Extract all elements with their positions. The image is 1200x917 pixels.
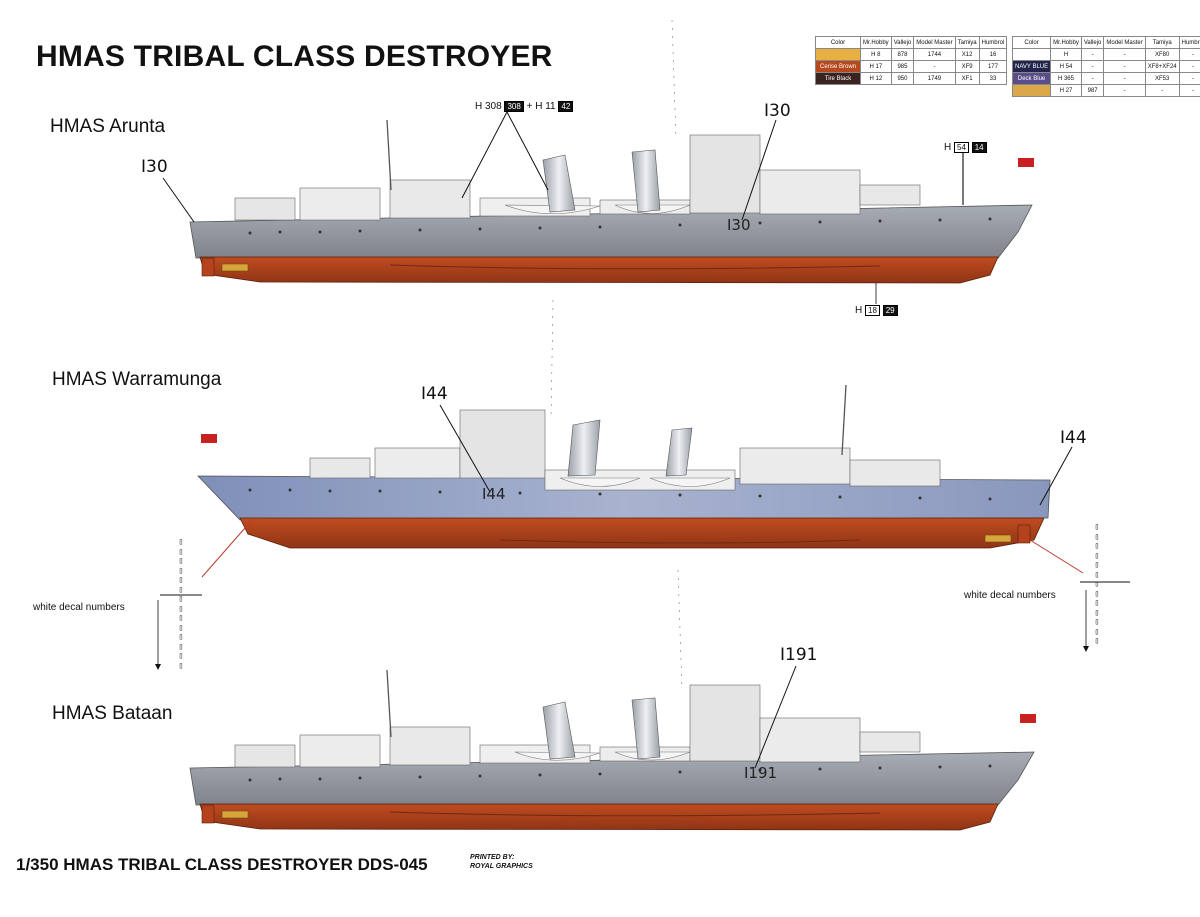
warramunga-hull-lower	[239, 517, 1045, 549]
arunta-rudder	[201, 257, 215, 277]
warramunga-funnel-aft	[665, 427, 693, 477]
hull-number-bataan: I191	[744, 764, 778, 782]
ship-warramunga	[155, 299, 1130, 670]
ship-name-arunta: HMAS Arunta	[50, 116, 166, 137]
hull-number-warramunga: I44	[482, 485, 506, 503]
bataan-ensign	[1020, 714, 1036, 723]
callout-arunta-hull: I30	[764, 101, 791, 121]
footer-caption: 1/350 HMAS TRIBAL CLASS DESTROYER DDS-04…	[16, 855, 428, 874]
ship-name-warramunga: HMAS Warramunga	[52, 369, 222, 390]
ship-name-bataan: HMAS Bataan	[52, 703, 173, 724]
warramunga-rudder	[1017, 524, 1031, 544]
callout-warramunga-stern: I44	[1060, 428, 1087, 448]
arunta-funnel-aft	[542, 154, 576, 213]
arunta-propeller	[221, 263, 249, 272]
paint-ref-arunta-mast: H 54 14	[944, 142, 987, 153]
color-row: H 27 987 - - -	[1011, 84, 1200, 97]
decal-strip-left: ▯▯▯▯▯▯▯▯▯▯▯▯▯▯	[178, 537, 184, 670]
color-table-left: Color Mr.Hobby Vallejo Model Master Tami…	[815, 36, 1008, 85]
bataan-rudder	[201, 804, 215, 824]
paint-ref-arunta-hull: H 18 29	[855, 305, 898, 316]
bataan-funnel-fwd	[631, 697, 661, 760]
decal-strip-right: ▯▯▯▯▯▯▯▯▯▯▯▯▯	[1094, 522, 1100, 645]
decal-label-right: white decal numbers	[964, 590, 1056, 601]
bataan-propeller	[221, 810, 249, 819]
warramunga-ensign	[201, 434, 217, 443]
arunta-ensign	[1018, 158, 1034, 167]
paint-ref-arunta-top: H 308 308 + H 11 42	[475, 101, 574, 112]
callout-warramunga-bridge: I44	[421, 384, 448, 404]
page-title: HMAS TRIBAL CLASS DESTROYER	[36, 40, 553, 73]
callout-bataan-hull: I191	[780, 645, 818, 665]
ship-arunta	[162, 19, 1034, 304]
ship-bataan	[189, 569, 1036, 831]
color-table-right: Color Mr.Hobby Vallejo Model Master Tami…	[1011, 36, 1200, 97]
warramunga-funnel-fwd	[567, 419, 601, 477]
decal-label-left: white decal numbers	[33, 602, 125, 613]
color-row: Deck Blue H 365 - - XF53 -	[1011, 72, 1200, 85]
color-table-header: Color Mr.Hobby Vallejo Model Master Tami…	[1011, 36, 1200, 49]
color-row: H 8 878 1744 X12 16	[815, 48, 1008, 61]
arunta-hull-lower	[199, 256, 999, 284]
color-row: Tire Black H 12 950 1749 XF1 33	[815, 72, 1008, 85]
warramunga-propeller	[984, 534, 1012, 543]
arunta-funnel-fwd	[631, 149, 661, 213]
callout-arunta-stern: I30	[141, 157, 168, 177]
bataan-hull-lower	[199, 803, 999, 831]
hull-number-arunta: I30	[727, 216, 751, 234]
printed-by-mark: PRINTED BY: ROYAL GRAPHICS	[470, 854, 533, 870]
bataan-funnel-aft	[542, 701, 576, 760]
